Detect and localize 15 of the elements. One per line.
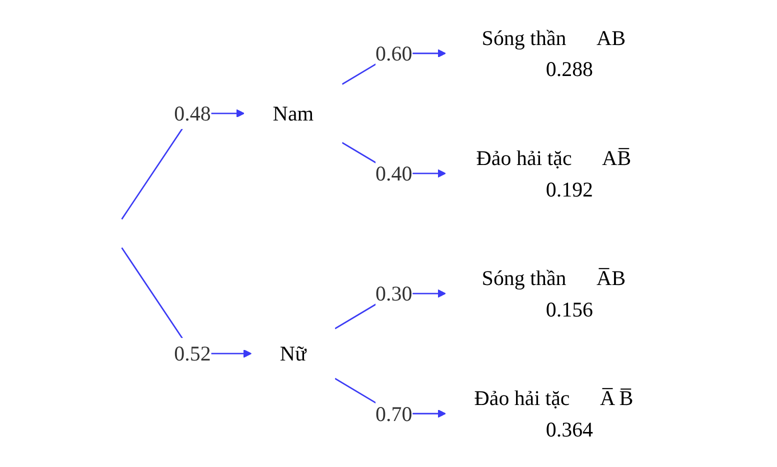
- node-label: 0.364: [546, 417, 594, 442]
- edge-label: 0.40: [376, 162, 412, 186]
- node-text: Sóng thần A̅B: [482, 266, 626, 290]
- node-text: Sóng thần AB: [482, 26, 626, 50]
- edge-label: 0.30: [376, 282, 412, 306]
- node-label: 0.288: [546, 57, 594, 82]
- node-text: Đảo hải tặc AB̅: [476, 146, 632, 170]
- node-label: 0.192: [546, 177, 594, 202]
- node-text: Nam: [272, 102, 314, 126]
- edge-label: 0.60: [376, 41, 412, 66]
- node-text: Đảo hải tặc A̅ B̅: [474, 386, 634, 410]
- edge-label: 0.48: [174, 102, 211, 126]
- edge-label: 0.52: [174, 342, 211, 366]
- node-label: 0.156: [546, 297, 594, 322]
- edge-label: 0.70: [376, 402, 412, 426]
